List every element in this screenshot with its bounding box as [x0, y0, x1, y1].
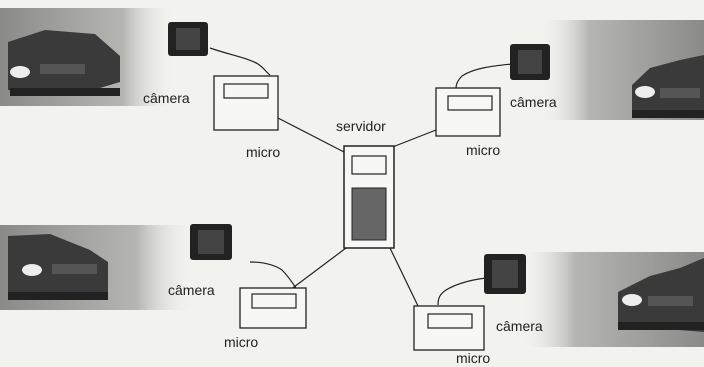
- car-scene-bottom-left: [0, 225, 195, 310]
- server-label: servidor: [336, 118, 386, 134]
- network-link: [277, 117, 345, 153]
- network-link: [289, 247, 347, 291]
- camera-cable: [209, 47, 271, 76]
- car-icon: [632, 55, 704, 118]
- micro-label: micro: [246, 144, 281, 160]
- server-tower: [343, 145, 395, 249]
- camera-icon: [190, 224, 232, 260]
- micro-label: micro: [224, 334, 259, 350]
- network-link: [389, 129, 437, 149]
- camera-icon: [484, 254, 526, 294]
- car-icon: [8, 30, 120, 96]
- car-icon: [618, 258, 704, 332]
- micro-computer: [435, 87, 501, 137]
- camera-label: câmera: [168, 282, 215, 298]
- car-icon: [8, 234, 108, 300]
- car-scene-top-left: [0, 8, 175, 106]
- micro-label: micro: [456, 350, 491, 366]
- camera-cable: [455, 63, 513, 89]
- camera-icon: [168, 22, 208, 56]
- camera-label: câmera: [496, 318, 543, 334]
- micro-computer: [213, 75, 279, 131]
- camera-label: câmera: [510, 94, 557, 110]
- micro-computer: [413, 305, 485, 351]
- camera-icon: [510, 44, 550, 80]
- camera-cable: [249, 261, 297, 289]
- car-scene-bottom-right: [520, 252, 704, 347]
- micro-label: micro: [466, 142, 501, 158]
- camera-cable: [437, 277, 487, 306]
- micro-computer: [239, 287, 307, 329]
- car-scene-top-right: [540, 20, 704, 120]
- camera-label: câmera: [143, 90, 190, 106]
- network-link: [389, 247, 419, 307]
